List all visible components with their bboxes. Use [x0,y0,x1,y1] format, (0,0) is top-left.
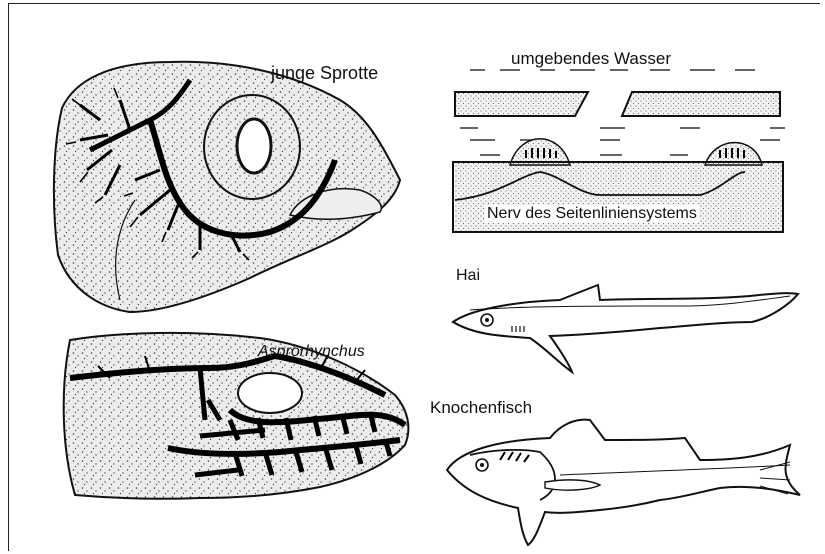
label-nerv: Nerv des Seitenliniensystems [485,205,699,223]
bony-fish-drawing [447,420,800,545]
label-hai: Hai [456,267,480,285]
label-knochenfisch: Knochenfisch [430,398,532,418]
label-asprorhynchus: Asprorhynchus [258,343,365,361]
label-junge-sprotte: junge Sprotte [271,63,378,84]
label-umgebendes-wasser: umgebendes Wasser [511,49,671,69]
sprat-head-drawing [54,62,400,312]
shark-drawing [453,285,798,372]
